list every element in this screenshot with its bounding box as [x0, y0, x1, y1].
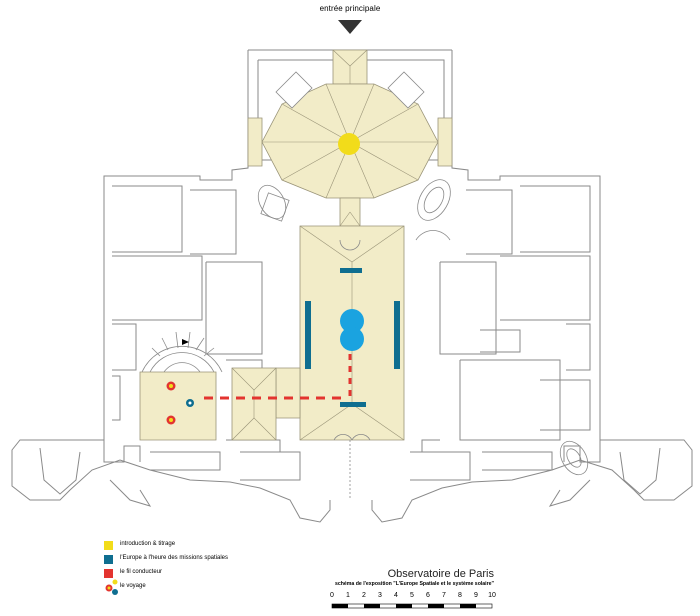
- legend-item-voyage: le voyage: [104, 582, 324, 595]
- europe-globes: [340, 309, 364, 351]
- scale-label: 4: [394, 592, 398, 599]
- arches: [333, 239, 371, 500]
- legend-label: l'Europe à l'heure des missions spatiale…: [120, 555, 229, 561]
- legend-swatch-yellow: [104, 541, 113, 550]
- stair-arrow: [182, 339, 189, 345]
- entrance-arrow: [338, 20, 362, 34]
- scale-bar: [331, 603, 493, 609]
- scale-label: 3: [378, 592, 382, 599]
- legend-label: introduction & titrage: [120, 541, 176, 547]
- legend-swatch-red: [104, 569, 113, 578]
- legend-voyage-swatch: [105, 579, 118, 595]
- fil-conducteur: [204, 354, 352, 400]
- scale-label: 10: [488, 592, 496, 599]
- legend: introduction & titrage l'Europe à l'heur…: [104, 540, 324, 592]
- scale-label: 9: [474, 592, 478, 599]
- exhibition-rooms: [139, 49, 453, 441]
- scale-label: 0: [330, 592, 334, 599]
- entrance-label: entrée principale: [319, 4, 381, 13]
- scale-label: 6: [426, 592, 430, 599]
- legend-swatch-blue: [104, 555, 113, 564]
- stair-left: [141, 331, 223, 373]
- room-ridges: [231, 49, 438, 441]
- title-block: Observatoire de Paris schéma de l'exposi…: [335, 568, 494, 587]
- intro-marker: [338, 133, 360, 155]
- stair-left-upper: [257, 184, 290, 222]
- legend-item-fil: le fil conducteur: [104, 568, 324, 581]
- scale-label: 2: [362, 592, 366, 599]
- legend-item-europe: l'Europe à l'heure des missions spatiale…: [104, 554, 324, 567]
- stair-right-lower: [559, 440, 589, 476]
- plan-title: Observatoire de Paris: [387, 568, 494, 580]
- stair-right-upper: [415, 179, 451, 241]
- octagon-towers: [275, 71, 425, 109]
- voyage-markers: [166, 381, 194, 425]
- scale-labels: 0 1 2 3 4 5 6 7 8 9 10: [328, 592, 498, 614]
- europe-panels: [305, 268, 400, 407]
- scale-label: 1: [346, 592, 350, 599]
- legend-swatch-voyage: [104, 583, 113, 592]
- legend-label: le voyage: [120, 583, 146, 589]
- west-room: [139, 371, 217, 441]
- scale-label: 5: [410, 592, 414, 599]
- scale-label: 7: [442, 592, 446, 599]
- legend-item-introduction: introduction & titrage: [104, 540, 324, 553]
- plan-subtitle: schéma de l'exposition "L'Europe Spatial…: [334, 581, 494, 587]
- legend-label: le fil conducteur: [120, 569, 163, 575]
- scale-label: 8: [458, 592, 462, 599]
